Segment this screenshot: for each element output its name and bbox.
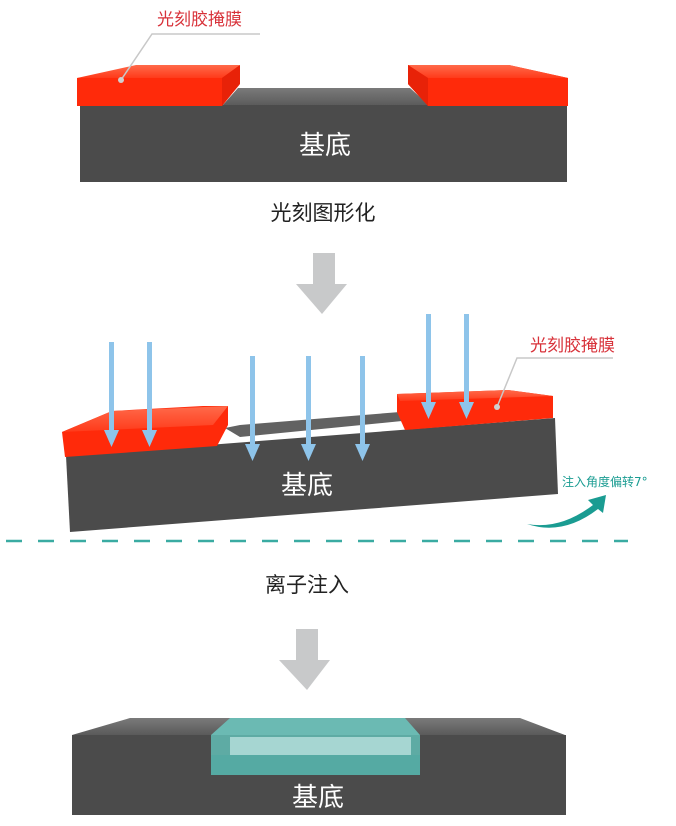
stage1-callout-label: 光刻胶掩膜 bbox=[157, 10, 242, 30]
stage3-substrate-label: 基底 bbox=[292, 783, 344, 813]
stage1-substrate-front bbox=[80, 105, 567, 182]
stage1-photoresist-left bbox=[77, 65, 240, 106]
stage1-callout-dot bbox=[118, 77, 124, 83]
stage1-photoresist-right bbox=[408, 65, 568, 106]
ion-arrow bbox=[142, 342, 157, 447]
stage2-substrate-label: 基底 bbox=[281, 471, 333, 501]
ion-arrow bbox=[104, 342, 119, 447]
stage2-ion-implantation: 光刻胶掩膜 基底 注入角度偏转7° 离子注入 bbox=[6, 314, 648, 597]
stage1-caption: 光刻图形化 bbox=[271, 201, 376, 225]
stage2-callout-leader bbox=[496, 357, 613, 408]
stage2-callout-label: 光刻胶掩膜 bbox=[530, 336, 615, 356]
implanted-region bbox=[211, 718, 420, 775]
stage2-substrate-gap-top bbox=[225, 412, 412, 437]
process-arrow-down-1 bbox=[296, 253, 347, 314]
stage3-implanted-result: 基底 bbox=[72, 718, 566, 815]
process-arrow-down-2 bbox=[279, 629, 330, 690]
stage1-photolithography: 光刻胶掩膜 基底 光刻图形化 bbox=[77, 10, 568, 225]
stage1-substrate-label: 基底 bbox=[299, 131, 351, 161]
ion-arrow bbox=[355, 356, 370, 461]
ion-arrow bbox=[245, 356, 260, 461]
rotation-arrow-icon bbox=[527, 495, 606, 528]
stage2-caption: 离子注入 bbox=[265, 573, 349, 597]
implant-angle-note: 注入角度偏转7° bbox=[562, 474, 648, 489]
ion-arrow bbox=[301, 356, 316, 461]
stage1-callout-leader bbox=[120, 33, 260, 81]
stage1-substrate-gap-top bbox=[222, 88, 430, 106]
stage2-photoresist-right bbox=[397, 390, 553, 430]
ion-beam-arrows bbox=[104, 314, 474, 461]
ion-arrow bbox=[459, 314, 474, 419]
ion-arrow bbox=[421, 314, 436, 419]
stage2-callout-dot bbox=[494, 404, 500, 410]
